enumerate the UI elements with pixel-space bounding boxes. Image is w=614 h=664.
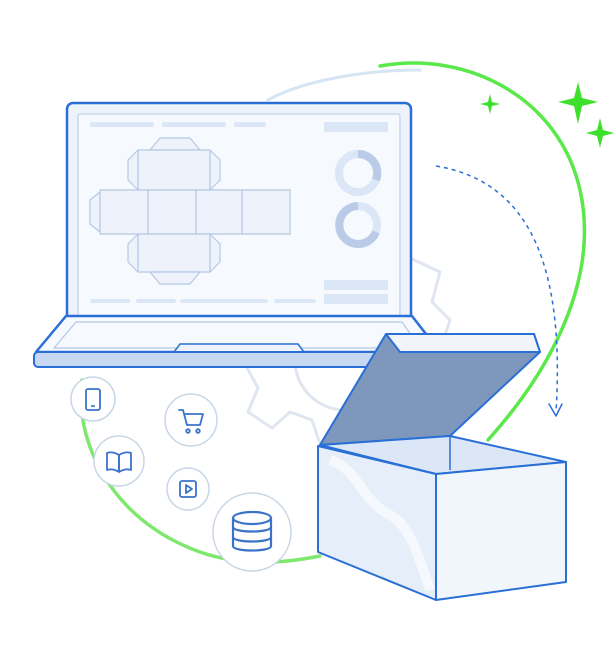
donut-chart-2 xyxy=(335,202,381,248)
icon-circle-database xyxy=(212,492,292,572)
green-arc xyxy=(378,61,587,442)
icon-circle-cart xyxy=(164,393,218,447)
sparkle-icon xyxy=(480,82,614,148)
book-icon xyxy=(106,451,132,473)
open-box xyxy=(317,333,567,601)
cart-icon xyxy=(178,409,204,434)
database-icon xyxy=(231,510,273,552)
trackpad xyxy=(172,343,306,353)
tablet-icon xyxy=(85,388,101,411)
box-right-face xyxy=(435,461,567,601)
box-left-face xyxy=(317,445,437,601)
dashed-arrow xyxy=(435,165,563,417)
icon-circle-tablet xyxy=(70,376,116,422)
box-net xyxy=(89,137,291,285)
donut-chart-1 xyxy=(335,149,382,196)
laptop xyxy=(33,101,443,368)
icon-circle-book xyxy=(93,435,145,487)
play-icon xyxy=(179,480,197,498)
icon-circle-play xyxy=(166,467,210,511)
